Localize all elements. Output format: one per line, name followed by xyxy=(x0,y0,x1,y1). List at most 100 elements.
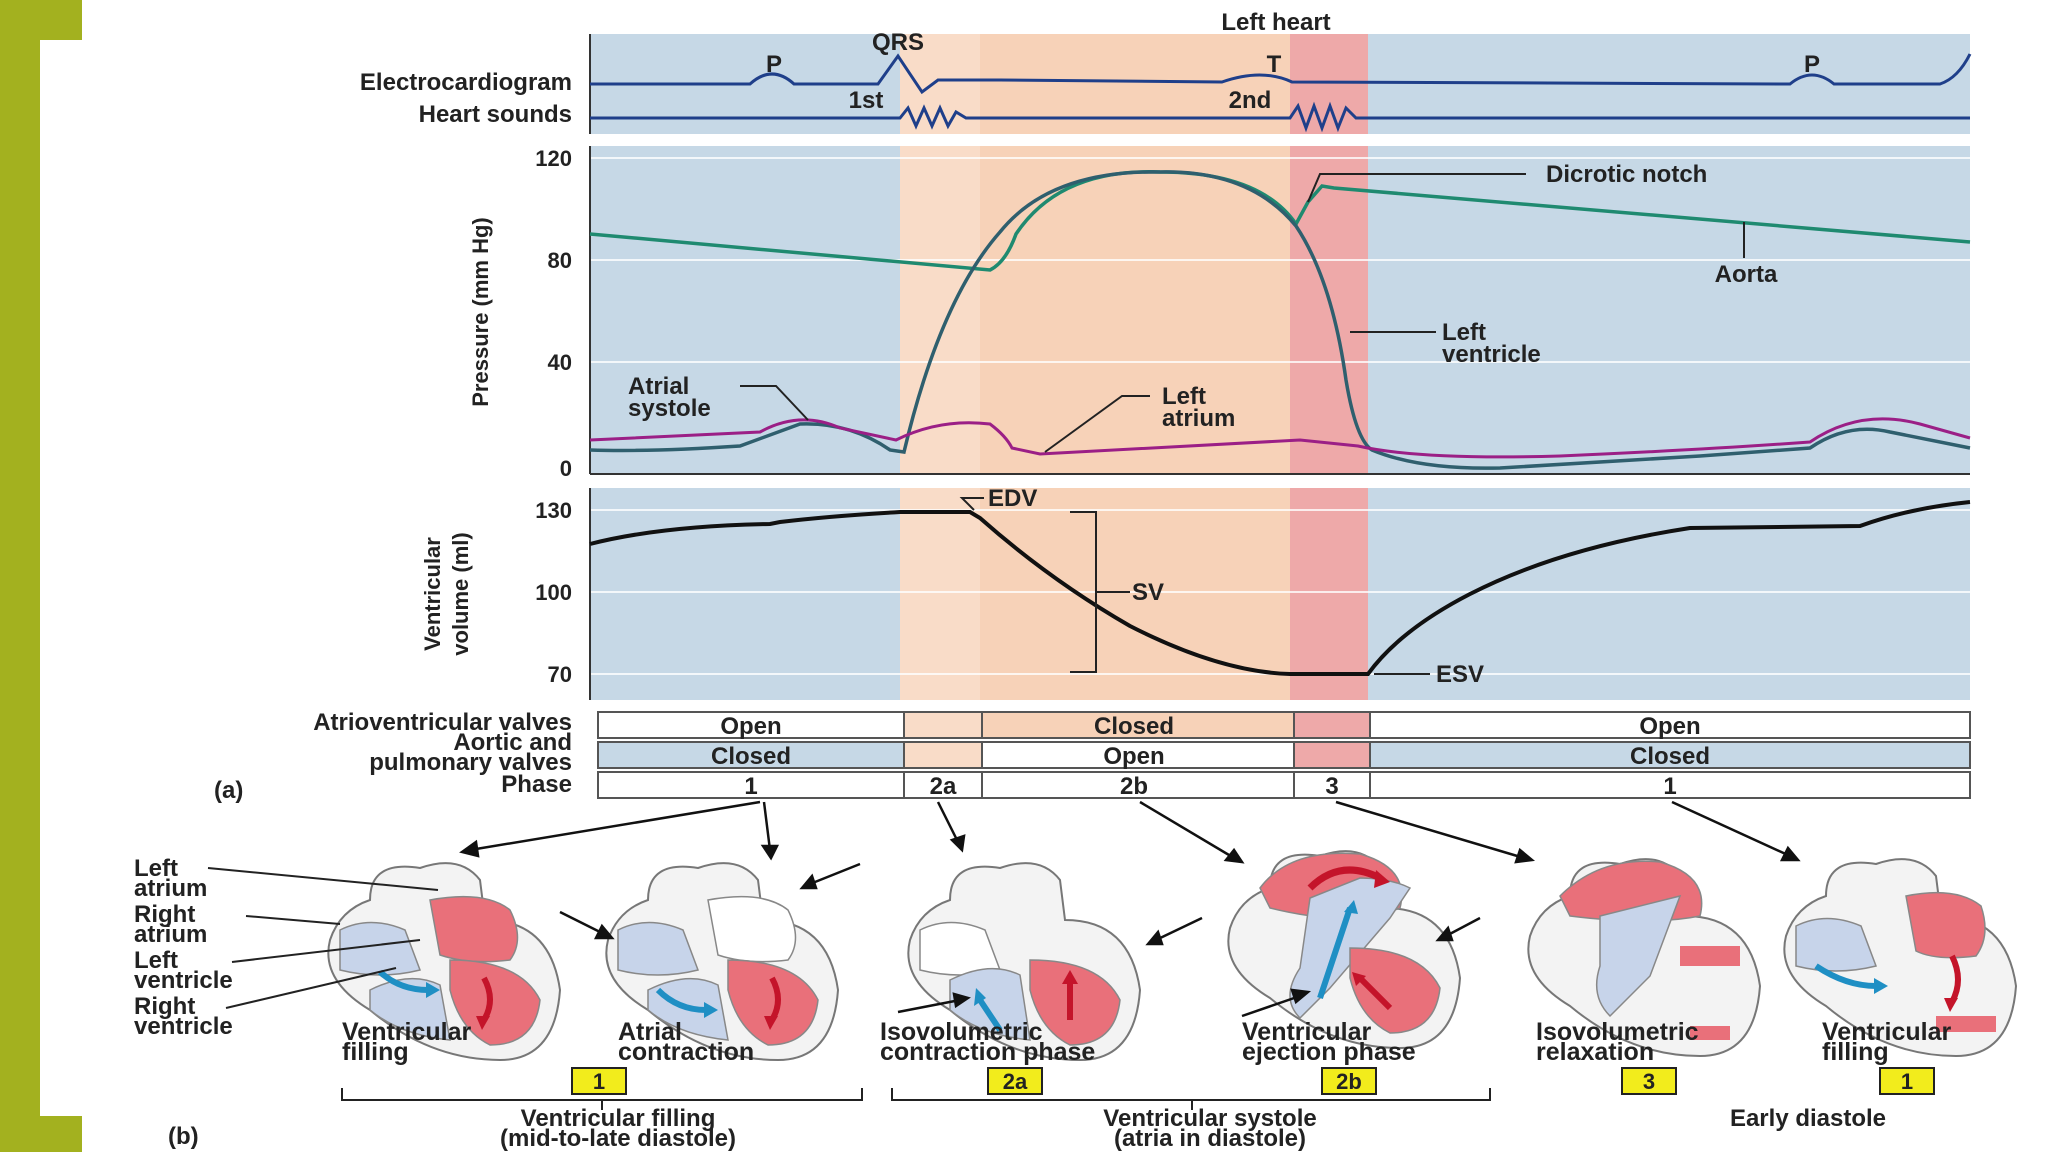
frame-bar-bottom xyxy=(0,1116,82,1152)
heart-sounds-trace xyxy=(590,101,1970,133)
caption-4-line-2: ejection phase xyxy=(1242,1038,1416,1066)
pressure-axis-title: Pressure (mm Hg) xyxy=(468,217,493,407)
caption-3-line-2: contraction phase xyxy=(880,1038,1095,1066)
phase-badges: 1 2a 2b 3 1 xyxy=(571,1067,1935,1095)
group-3-label: Early diastole xyxy=(1730,1105,1886,1132)
volume-axis-title-1: Ventricular xyxy=(420,537,445,651)
hearts-row: Left atrium Right atrium Left ventricle … xyxy=(134,850,2018,1062)
phase-2a-cell: 2a xyxy=(930,773,957,800)
left-ventricle-part-label-1: Left xyxy=(134,947,178,974)
ecg-p-wave-label: P xyxy=(766,51,782,78)
sv-label: SV xyxy=(1132,579,1164,606)
aorta-label: Aorta xyxy=(1715,261,1778,288)
part-b-label: (b) xyxy=(168,1123,199,1150)
group-2-label-2: (atria in diastole) xyxy=(1114,1125,1306,1152)
volume-tick-100: 100 xyxy=(535,580,572,605)
pressure-tick-120: 120 xyxy=(535,146,572,171)
volume-panel: 130 100 70 Ventricular volume (ml) EDV S… xyxy=(420,485,1971,700)
phase-badge-1: 1 xyxy=(593,1069,605,1094)
heart-captions: Ventricular filling Atrial contraction I… xyxy=(168,1018,1951,1152)
caption-2-line-2: contraction xyxy=(618,1038,754,1066)
sl-open-cell: Open xyxy=(1103,743,1164,770)
sl-closed-cell-2: Closed xyxy=(1630,743,1710,770)
pressure-panel: 120 80 40 0 Pressure (mm Hg) Dicrotic no… xyxy=(468,146,1971,481)
phase-arrows xyxy=(459,800,1801,864)
ecg-label: Electrocardiogram xyxy=(360,69,572,96)
phase-badge-3: 3 xyxy=(1643,1069,1655,1094)
av-open-cell: Open xyxy=(720,713,781,740)
valve-phase-table: Atrioventricular valves Aortic and pulmo… xyxy=(214,709,1971,804)
phase-2b-cell: 2b xyxy=(1120,773,1148,800)
right-atrium-part-label-2: atrium xyxy=(134,921,207,948)
semilunar-valves-label-2: pulmonary valves xyxy=(369,749,572,776)
edv-label: EDV xyxy=(988,485,1037,512)
pressure-tick-40: 40 xyxy=(548,350,572,375)
phase-badge-2b: 2b xyxy=(1336,1069,1362,1094)
first-sound-label: 1st xyxy=(849,87,884,114)
av-closed-cell: Closed xyxy=(1094,713,1174,740)
volume-tick-70: 70 xyxy=(548,662,572,687)
semilunar-valves-label-1: Aortic and xyxy=(453,729,572,756)
left-atrium-part-label-2: atrium xyxy=(134,875,207,902)
dicrotic-notch-label: Dicrotic notch xyxy=(1546,161,1707,188)
left-ventricle-part-label-2: ventricle xyxy=(134,967,233,994)
volume-axis-title-2: volume (ml) xyxy=(448,532,473,655)
phase-row-label: Phase xyxy=(501,771,572,798)
left-atrium-part-label-1: Left xyxy=(134,855,178,882)
ecg-p-wave-2-label: P xyxy=(1804,51,1820,78)
phase-badge-2a: 2a xyxy=(1003,1069,1028,1094)
group-1-label-2: (mid-to-late diastole) xyxy=(500,1125,736,1152)
frame-bar-top xyxy=(0,0,82,40)
caption-3-line-1: Isovolumetric xyxy=(880,1018,1043,1046)
left-heart-title: Left heart xyxy=(1221,9,1330,36)
caption-4-line-1: Ventricular xyxy=(1242,1018,1371,1046)
caption-6-line-1: Ventricular xyxy=(1822,1018,1951,1046)
ecg-qrs-label: QRS xyxy=(872,29,924,56)
heart-illustration-5 xyxy=(1527,858,1762,1058)
heart-part-labels xyxy=(207,867,439,1009)
left-ventricle-pressure-curve xyxy=(589,170,1971,470)
pressure-ticks: 120 80 40 0 xyxy=(535,146,572,481)
second-sound-label: 2nd xyxy=(1229,87,1272,114)
phase-badge-1b: 1 xyxy=(1901,1069,1913,1094)
left-atrium-label-1: Left xyxy=(1162,383,1206,410)
phase-1b-cell: 1 xyxy=(1663,773,1676,800)
pressure-tick-0: 0 xyxy=(560,456,572,481)
atrial-systole-label-2: systole xyxy=(628,395,711,422)
caption-2-line-1: Atrial xyxy=(618,1018,682,1046)
volume-tick-130: 130 xyxy=(535,498,572,523)
heart-illustration-1 xyxy=(327,862,562,1062)
av-open-cell-2: Open xyxy=(1639,713,1700,740)
frame-bar-left xyxy=(0,0,40,1152)
group-1-label-1: Ventricular filling xyxy=(521,1105,716,1132)
phase-1-cell: 1 xyxy=(744,773,757,800)
esv-label: ESV xyxy=(1436,661,1484,688)
part-a-label: (a) xyxy=(214,777,243,804)
caption-6-line-2: filling xyxy=(1822,1038,1889,1066)
left-ventricle-label-2: ventricle xyxy=(1442,341,1541,368)
right-atrium-part-label-1: Right xyxy=(134,901,195,928)
caption-5-line-1: Isovolumetric xyxy=(1536,1018,1699,1046)
heart-illustration-6 xyxy=(1783,858,2018,1058)
pressure-tick-80: 80 xyxy=(548,248,572,273)
caption-1-line-2: filling xyxy=(342,1038,409,1066)
caption-1-line-1: Ventricular xyxy=(342,1018,471,1046)
phase-3-cell: 3 xyxy=(1325,773,1338,800)
caption-5-line-2: relaxation xyxy=(1536,1038,1654,1066)
sl-closed-cell: Closed xyxy=(711,743,791,770)
av-valves-label: Atrioventricular valves xyxy=(313,709,572,736)
group-brackets xyxy=(341,1088,1491,1110)
group-2-label-1: Ventricular systole xyxy=(1103,1105,1316,1132)
right-ventricle-part-label-1: Right xyxy=(134,993,195,1020)
left-atrium-label-2: atrium xyxy=(1162,405,1235,432)
right-ventricle-part-label-2: ventricle xyxy=(134,1013,233,1040)
ecg-t-wave-label: T xyxy=(1267,51,1282,78)
heart-illustration-3 xyxy=(907,862,1142,1062)
ventricular-volume-curve xyxy=(589,500,1971,676)
ecg-panel: Left heart Electrocardiogram Heart sound… xyxy=(360,9,1972,134)
left-atrium-pressure-curve xyxy=(589,417,1971,459)
heart-illustration-4 xyxy=(1227,850,1462,1050)
ecg-trace xyxy=(590,53,1972,95)
heart-sounds-label: Heart sounds xyxy=(419,101,572,128)
